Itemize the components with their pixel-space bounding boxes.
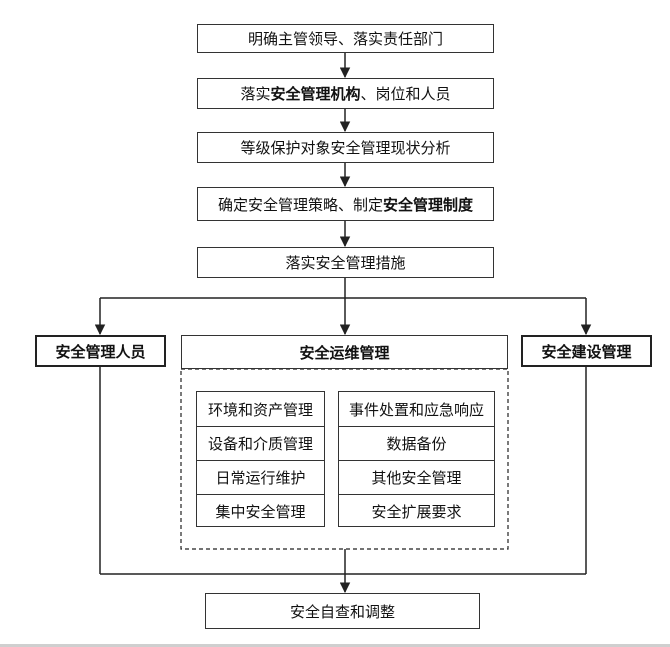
step-2-post: 、岗位和人员 bbox=[360, 85, 451, 103]
branch-middle-label: 安全运维管理 bbox=[299, 343, 390, 362]
step-3-label: 等级保护对象安全管理现状分析 bbox=[240, 139, 451, 157]
ops-right-item: 其他安全管理 bbox=[339, 460, 494, 494]
step-4-bold: 安全管理制度 bbox=[383, 195, 474, 214]
step-1-box: 明确主管领导、落实责任部门 bbox=[197, 24, 494, 53]
ops-right-item: 事件处置和应急响应 bbox=[348, 400, 484, 419]
ops-left-item: 环境和资产管理 bbox=[207, 400, 313, 419]
ops-right-item: 数据备份 bbox=[339, 426, 494, 460]
final-box: 安全自查和调整 bbox=[205, 593, 480, 629]
step-2-box: 落实安全管理机构、岗位和人员 bbox=[197, 78, 494, 109]
branch-left-box: 安全管理人员 bbox=[35, 335, 166, 367]
final-label: 安全自查和调整 bbox=[289, 602, 395, 621]
step-4-box: 确定安全管理策略、制定安全管理制度 bbox=[197, 187, 494, 221]
ops-left-group: 环境和资产管理 设备和介质管理 日常运行维护 集中安全管理 bbox=[196, 391, 325, 527]
step-4-label: 确定安全管理策略、制定安全管理制度 bbox=[218, 194, 473, 215]
branch-right-label: 安全建设管理 bbox=[541, 342, 632, 361]
step-5-box: 落实安全管理措施 bbox=[197, 247, 494, 278]
step-5-label: 落实安全管理措施 bbox=[285, 254, 406, 272]
step-1-label: 明确主管领导、落实责任部门 bbox=[247, 30, 443, 48]
step-4-pre: 确定安全管理策略、制定 bbox=[217, 195, 383, 214]
branch-right-box: 安全建设管理 bbox=[521, 335, 652, 367]
step-2-bold: 安全管理机构 bbox=[270, 85, 361, 103]
branch-middle-box: 安全运维管理 bbox=[181, 335, 508, 369]
ops-right-group: 事件处置和应急响应 数据备份 其他安全管理 安全扩展要求 bbox=[338, 391, 495, 527]
step-2-label: 落实安全管理机构、岗位和人员 bbox=[240, 83, 450, 104]
ops-left-item: 设备和介质管理 bbox=[197, 426, 324, 460]
step-2-pre: 落实 bbox=[240, 85, 271, 103]
branch-left-label: 安全管理人员 bbox=[55, 342, 146, 361]
step-3-box: 等级保护对象安全管理现状分析 bbox=[197, 132, 494, 163]
bottom-divider bbox=[0, 644, 670, 647]
ops-left-item: 日常运行维护 bbox=[197, 460, 324, 494]
ops-left-item: 集中安全管理 bbox=[197, 494, 324, 527]
ops-right-item: 安全扩展要求 bbox=[339, 494, 494, 527]
